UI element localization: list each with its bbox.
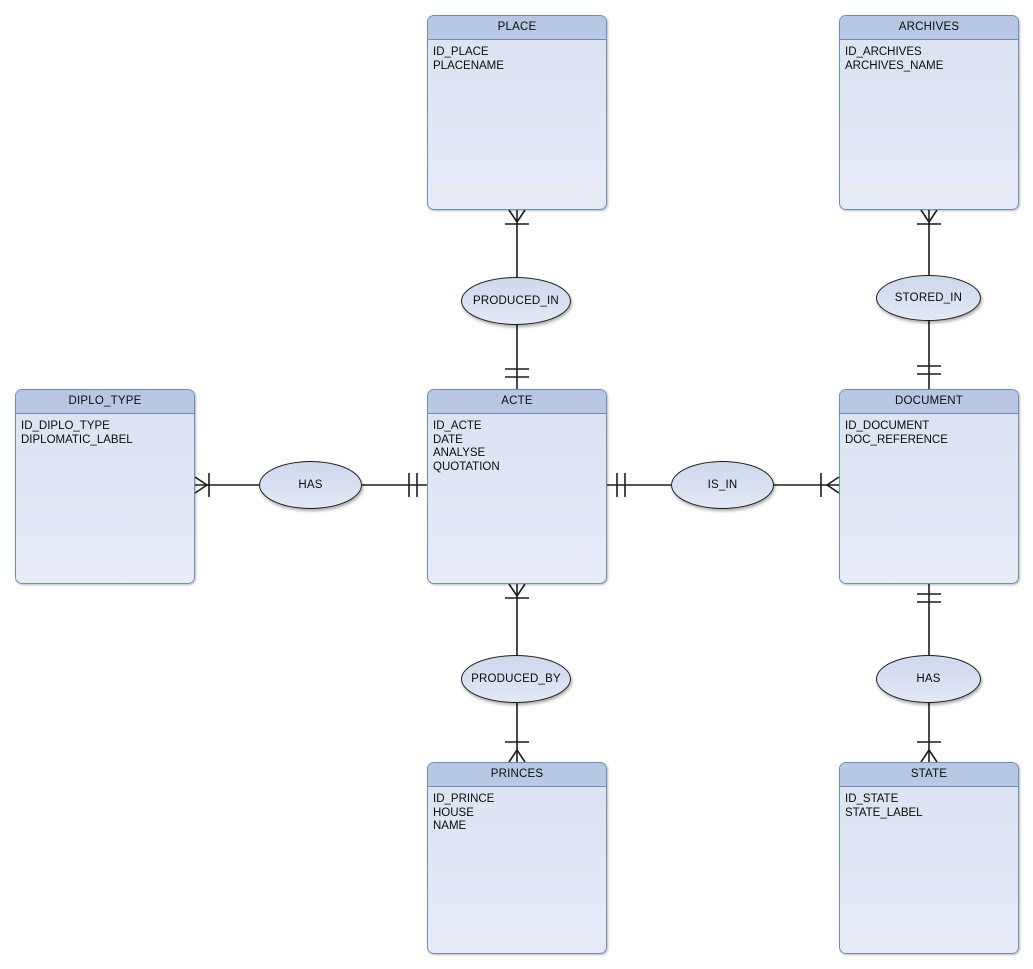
attribute: ANALYSE bbox=[433, 447, 486, 460]
attribute: ID_DIPLO_TYPE bbox=[21, 420, 110, 432]
relationship-label: PRODUCED_BY bbox=[471, 673, 561, 685]
attribute: ARCHIVES_NAME bbox=[845, 59, 944, 72]
attribute: QUOTATION bbox=[433, 460, 500, 473]
entity-princes[interactable]: PRINCES ID_PRINCE HOUSE NAME bbox=[427, 762, 607, 954]
attribute: PLACENAME bbox=[433, 59, 504, 72]
attribute: STATE_LABEL bbox=[845, 806, 923, 819]
attribute: ID_STATE bbox=[845, 793, 899, 805]
attribute: ID_ARCHIVES bbox=[845, 46, 922, 58]
connector-acte-produced-by bbox=[505, 583, 529, 655]
entity-diplo-type[interactable]: DIPLO_TYPE ID_DIPLO_TYPE DIPLOMATIC_LABE… bbox=[15, 389, 195, 584]
connector-stored-in-document bbox=[917, 321, 941, 389]
connector-place-produced-in bbox=[505, 209, 529, 277]
relationship-label: HAS bbox=[916, 673, 941, 685]
attribute: DIPLOMATIC_LABEL bbox=[21, 433, 133, 446]
entity-attributes: ID_STATE STATE_LABEL bbox=[840, 787, 1018, 820]
entity-attributes: ID_PLACE PLACENAME bbox=[428, 40, 606, 73]
attribute: ID_ACTE bbox=[433, 420, 482, 432]
connector-has-state bbox=[917, 703, 941, 763]
entity-document[interactable]: DOCUMENT ID_DOCUMENT DOC_REFERENCE bbox=[839, 389, 1019, 584]
entity-title: ARCHIVES bbox=[840, 16, 1018, 40]
relationship-label: HAS bbox=[298, 479, 323, 491]
connector-produced-in-acte bbox=[505, 325, 529, 389]
relationship-stored-in[interactable]: STORED_IN bbox=[876, 275, 981, 321]
entity-title: PLACE bbox=[428, 16, 606, 40]
attribute: NAME bbox=[433, 820, 467, 833]
attribute: DATE bbox=[433, 433, 463, 446]
attribute: ID_PLACE bbox=[433, 46, 489, 58]
entity-attributes: ID_ACTE DATE ANALYSE QUOTATION bbox=[428, 414, 606, 474]
connector-diplo-type-has bbox=[194, 473, 259, 497]
attribute: DOC_REFERENCE bbox=[845, 433, 948, 446]
connector-produced-by-princes bbox=[505, 703, 529, 763]
connector-archives-stored-in bbox=[917, 209, 941, 275]
relationship-has-state[interactable]: HAS bbox=[876, 655, 981, 703]
entity-state[interactable]: STATE ID_STATE STATE_LABEL bbox=[839, 762, 1019, 954]
connector-document-has bbox=[917, 584, 941, 655]
entity-title: DIPLO_TYPE bbox=[16, 390, 194, 414]
relationship-label: IS_IN bbox=[707, 479, 738, 491]
attribute: ID_DOCUMENT bbox=[845, 420, 930, 432]
relationship-label: PRODUCED_IN bbox=[473, 295, 559, 307]
connector-has-acte bbox=[362, 473, 427, 497]
attribute: ID_PRINCE bbox=[433, 793, 495, 805]
relationship-is-in[interactable]: IS_IN bbox=[671, 461, 774, 509]
relationship-label: STORED_IN bbox=[894, 292, 963, 304]
entity-place[interactable]: PLACE ID_PLACE PLACENAME bbox=[427, 15, 607, 210]
entity-title: ACTE bbox=[428, 390, 606, 414]
relationship-has-diplo-type[interactable]: HAS bbox=[259, 461, 362, 509]
entity-attributes: ID_DIPLO_TYPE DIPLOMATIC_LABEL bbox=[16, 414, 194, 447]
entity-attributes: ID_PRINCE HOUSE NAME bbox=[428, 787, 606, 834]
entity-attributes: ID_ARCHIVES ARCHIVES_NAME bbox=[840, 40, 1018, 73]
entity-title: STATE bbox=[840, 763, 1018, 787]
entity-attributes: ID_DOCUMENT DOC_REFERENCE bbox=[840, 414, 1018, 447]
connector-is-in-document bbox=[774, 473, 840, 497]
entity-archives[interactable]: ARCHIVES ID_ARCHIVES ARCHIVES_NAME bbox=[839, 15, 1019, 210]
relationship-produced-in[interactable]: PRODUCED_IN bbox=[461, 277, 571, 325]
connector-acte-is-in bbox=[607, 473, 671, 497]
attribute: HOUSE bbox=[433, 806, 474, 819]
entity-title: PRINCES bbox=[428, 763, 606, 787]
entity-acte[interactable]: ACTE ID_ACTE DATE ANALYSE QUOTATION bbox=[427, 389, 607, 584]
relationship-produced-by[interactable]: PRODUCED_BY bbox=[461, 655, 571, 703]
entity-title: DOCUMENT bbox=[840, 390, 1018, 414]
